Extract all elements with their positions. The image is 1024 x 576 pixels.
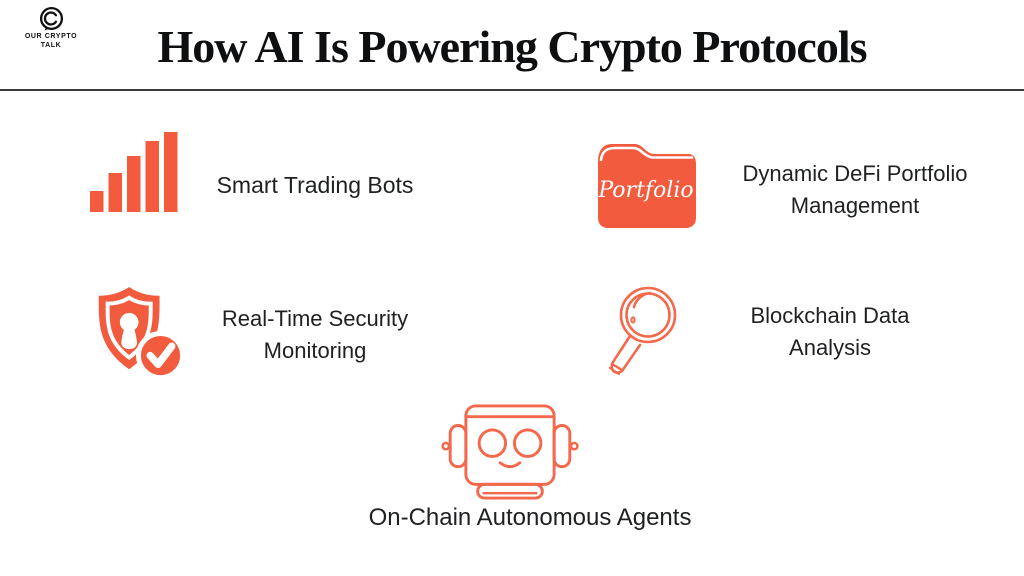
portfolio-folder-icon: Portfolio — [592, 136, 704, 230]
feature-smart-trading-bots: Smart Trading Bots — [190, 169, 440, 201]
brand-name-line2: TALK — [40, 41, 62, 49]
feature-label-line: Monitoring — [263, 338, 367, 363]
brand-name-line1: OUR CRYPTO — [24, 33, 78, 40]
feature-blockchain-data-analysis: Blockchain Data Analysis — [700, 300, 960, 364]
feature-real-time-security-monitoring: Real-Time Security Monitoring — [194, 303, 436, 367]
robot-icon — [441, 402, 579, 502]
brand-logo: OUR CRYPTO TALK — [16, 6, 86, 50]
feature-label-line: Management — [790, 193, 920, 218]
shield-check-icon — [86, 285, 188, 381]
feature-label-line: Real-Time Security — [221, 306, 409, 331]
feature-label-line: On-Chain Autonomous Agents — [368, 504, 692, 531]
feature-on-chain-autonomous-agents: On-Chain Autonomous Agents — [294, 502, 766, 534]
header-divider — [0, 89, 1024, 91]
feature-label-line: Smart Trading Bots — [216, 172, 414, 198]
feature-label-line: Blockchain Data — [750, 303, 910, 328]
magnifying-glass-icon — [598, 279, 690, 379]
portfolio-folder-label: Portfolio — [598, 178, 694, 203]
feature-label-line: Analysis — [789, 335, 871, 360]
speech-bubble-c-logo-icon — [39, 6, 64, 31]
feature-defi-portfolio-management: Dynamic DeFi Portfolio Management — [710, 158, 1000, 222]
page-title: How AI Is Powering Crypto Protocols — [157, 21, 867, 72]
bar-chart-icon — [90, 132, 178, 212]
feature-label-line: Dynamic DeFi Portfolio — [742, 161, 968, 186]
